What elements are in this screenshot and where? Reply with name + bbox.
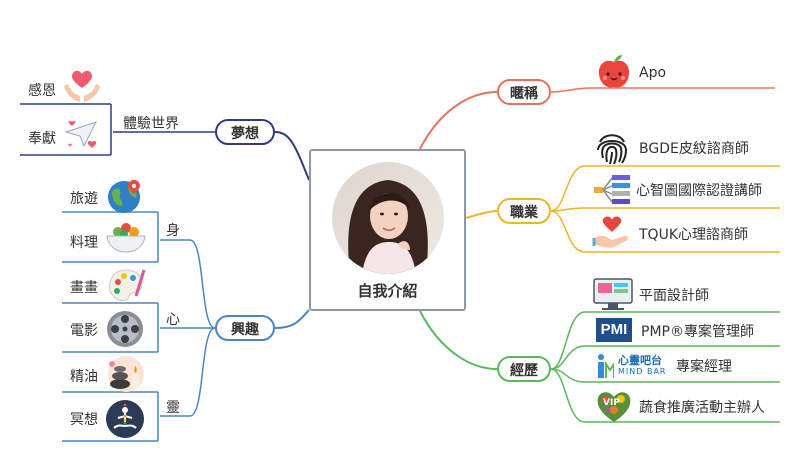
interest-item-cooking[interactable]: 料理 xyxy=(70,235,98,251)
apple-icon xyxy=(594,52,634,96)
interest-item-movie[interactable]: 電影 xyxy=(70,323,98,339)
salad-bowl-icon xyxy=(104,218,148,260)
interest-item-essential-oil[interactable]: 精油 xyxy=(70,369,98,385)
dream-item-gratitude[interactable]: 感恩 xyxy=(28,83,56,99)
career-item-mindmap[interactable]: 心智圖國際認證講師 xyxy=(636,183,762,199)
branch-interest[interactable]: 興趣 xyxy=(215,315,275,341)
profile-photo xyxy=(332,162,444,274)
globe-icon xyxy=(104,176,144,220)
interest-item-travel[interactable]: 旅遊 xyxy=(70,191,98,207)
branch-experience[interactable]: 經歷 xyxy=(497,356,551,382)
experience-item-designer[interactable]: 平面設計師 xyxy=(639,288,709,304)
nickname-item[interactable]: Apo xyxy=(639,65,667,81)
meditation-icon xyxy=(104,398,146,444)
film-reel-icon xyxy=(104,308,146,354)
interest-item-meditation[interactable]: 冥想 xyxy=(70,412,98,428)
central-topic-title: 自我介紹 xyxy=(357,282,418,300)
mindbar-logo-text-en: MIND BAR xyxy=(618,367,667,376)
veggie-logo-text: VIP xyxy=(603,398,620,408)
mindbar-logo-text-cn: 心靈吧台 xyxy=(618,354,662,367)
mindbar-logo-icon: 心靈吧台 MIND BAR xyxy=(596,352,670,380)
heart-hands-icon xyxy=(62,68,102,108)
branch-career[interactable]: 職業 xyxy=(497,198,551,224)
experience-item-pmp[interactable]: PMP®專案管理師 xyxy=(641,324,754,340)
interest-item-painting[interactable]: 畫畫 xyxy=(70,280,98,296)
career-item-tquk[interactable]: TQUK心理諮商師 xyxy=(639,227,748,243)
paper-plane-hearts-icon xyxy=(62,114,102,158)
branch-nickname[interactable]: 暱稱 xyxy=(497,79,551,105)
interest-group-mind[interactable]: 心 xyxy=(166,312,180,328)
veggie-heart-icon: VIP xyxy=(594,388,634,424)
paint-palette-icon xyxy=(106,266,146,310)
central-topic[interactable]: 自我介紹 xyxy=(309,149,466,311)
experience-item-pm[interactable]: 專案經理 xyxy=(676,359,732,375)
design-monitor-icon xyxy=(592,276,634,316)
dream-sub-topic[interactable]: 體驗世界 xyxy=(123,116,179,132)
network-icon xyxy=(592,172,634,212)
career-item-bgde[interactable]: BGDE皮紋諮商師 xyxy=(639,141,749,157)
branch-dream[interactable]: 夢想 xyxy=(215,119,275,145)
interest-group-body[interactable]: 身 xyxy=(166,223,180,239)
fingerprint-icon xyxy=(592,128,632,172)
dream-item-dedication[interactable]: 奉獻 xyxy=(28,131,56,147)
pmi-logo-icon: PMI xyxy=(596,318,632,342)
experience-item-veg-host[interactable]: 蔬食推廣活動主辦人 xyxy=(639,400,765,416)
interest-group-spirit[interactable]: 靈 xyxy=(166,400,180,416)
candle-stones-icon xyxy=(104,354,146,398)
heart-in-hand-icon xyxy=(592,214,632,254)
